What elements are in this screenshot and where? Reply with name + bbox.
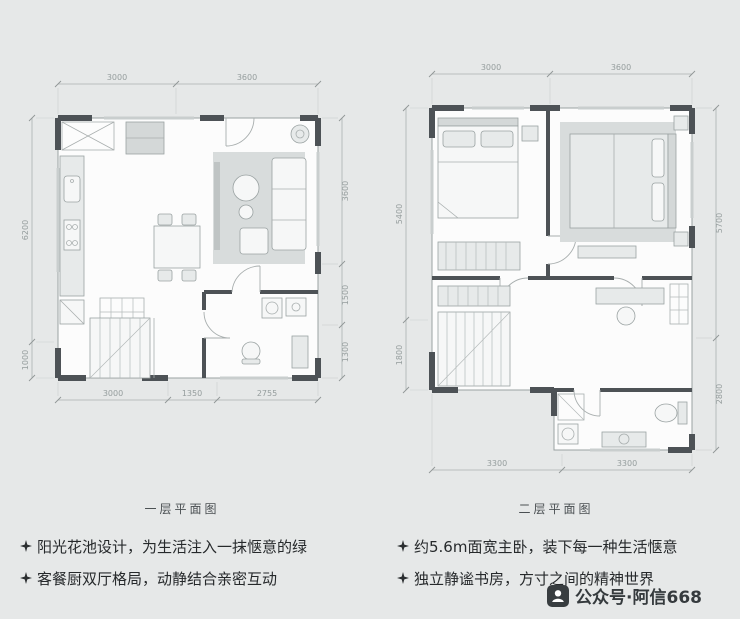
dining-table [153, 213, 201, 282]
dim-label: 5400 [395, 204, 404, 224]
chair-icon [616, 306, 636, 326]
utility-room [241, 297, 309, 369]
feature-text: 阳光花池设计，为生活注入一抹惬意的绿 [37, 537, 308, 556]
ottoman [239, 227, 269, 255]
bench-icon [577, 245, 637, 259]
feature-item: 独立静谧书房，方寸之间的精神世界 [397, 562, 677, 594]
tv-cabinet [214, 162, 220, 250]
headboard [437, 117, 519, 127]
dim-label: 5700 [715, 213, 724, 233]
first-floor-caption: 一层平面图 [144, 502, 220, 516]
feature-text: 独立静谧书房，方寸之间的精神世界 [414, 569, 655, 588]
dimension-lines-left: 5400 1800 [395, 104, 428, 394]
nightstand-icon [673, 231, 689, 247]
flower-box-icon [61, 121, 115, 151]
dimension-lines-top: 3000 3600 [54, 73, 322, 114]
cabinet-icon [437, 285, 511, 307]
feature-text: 客餐厨双厅格局，动静结合亲密互动 [37, 569, 278, 588]
dim-label: 3600 [611, 63, 631, 72]
hall-and-study [437, 283, 689, 326]
windows [430, 106, 694, 452]
nightstand-icon [521, 125, 539, 142]
four-pointed-star-icon [20, 540, 32, 552]
dim-label: 3300 [487, 459, 507, 468]
bathroom [557, 393, 688, 448]
dim-label: 3600 [237, 73, 257, 82]
second-floor-plan: 3000 3600 5400 1800 [382, 50, 730, 488]
plant-icon [290, 124, 310, 144]
feature-column-right: 约5.6m面宽主卧，装下每一种生活惬意 独立静谧书房，方寸之间的精神世界 [397, 530, 677, 594]
stairs-icon [437, 311, 511, 387]
dim-label: 6200 [21, 220, 30, 240]
second-floor-caption: 二层平面图 [518, 502, 594, 516]
dim-label: 3000 [481, 63, 501, 72]
dim-label: 3000 [107, 73, 127, 82]
nightstand-icon [673, 115, 689, 131]
bedroom-master [560, 115, 689, 259]
pillow-icon [442, 130, 476, 148]
kitchen-counter [59, 155, 85, 297]
feature-item: 阳光花池设计，为生活注入一抹惬意的绿 [20, 530, 307, 562]
sink-icon [285, 297, 307, 317]
wechat-official-account-icon [547, 584, 570, 607]
sofa [271, 157, 307, 251]
stairs-icon [89, 317, 155, 379]
fridge-icon [59, 299, 85, 325]
structural-walls [55, 115, 321, 381]
shower-icon [557, 393, 585, 421]
dim-label: 3600 [341, 181, 350, 201]
chair-icon [241, 341, 261, 361]
dim-label: 3000 [103, 389, 123, 398]
washer-icon [557, 423, 579, 445]
interior-walls [202, 265, 318, 378]
bedroom-secondary [437, 117, 539, 271]
watermark-text: 公众号·阿信668 [575, 588, 702, 608]
dimension-lines-bottom: 3300 3300 [428, 394, 696, 474]
feature-text: 约5.6m面宽主卧，装下每一种生活惬意 [414, 537, 678, 556]
coffee-table [232, 174, 260, 202]
vanity-icon [601, 431, 647, 448]
living-room [213, 124, 310, 264]
interior-walls [432, 108, 692, 417]
dimension-lines-bottom: 3000 1350 2755 [54, 382, 322, 404]
dim-label: 3300 [617, 459, 637, 468]
dim-label: 1000 [21, 350, 30, 370]
dimension-lines-top: 3000 3600 [428, 63, 696, 104]
dim-label: 1300 [341, 342, 350, 362]
feature-item: 约5.6m面宽主卧，装下每一种生活惬意 [397, 530, 677, 562]
entry-door-icon [225, 117, 255, 147]
dim-label: 2755 [257, 389, 277, 398]
feature-item: 客餐厨双厅格局，动静结合亲密互动 [20, 562, 307, 594]
feature-column-left: 阳光花池设计，为生活注入一抹惬意的绿 客餐厨双厅格局，动静结合亲密互动 [20, 530, 307, 594]
pillow-icon [480, 130, 514, 148]
desk-icon [595, 287, 665, 305]
wardrobe [437, 241, 521, 271]
headboard [667, 133, 677, 229]
dim-label: 2800 [715, 384, 724, 404]
toilet-icon [677, 401, 688, 425]
dimension-lines-left: 6200 1000 [21, 114, 54, 382]
four-pointed-star-icon [20, 572, 32, 584]
watermark: 公众号·阿信668 [547, 583, 702, 608]
dim-label: 1800 [395, 345, 404, 365]
dim-label: 1350 [182, 389, 202, 398]
structural-walls [429, 105, 695, 453]
four-pointed-star-icon [397, 540, 409, 552]
dimension-lines-right: 5700 2800 [696, 104, 724, 454]
first-floor-plan: 3000 3600 6200 1000 [8, 60, 356, 412]
dim-label: 1500 [341, 285, 350, 305]
cabinet-icon [291, 335, 309, 369]
pillow-icon [651, 182, 665, 222]
windows [56, 116, 320, 380]
pillow-icon [651, 138, 665, 178]
closet-icon [125, 121, 165, 155]
dimension-lines-right: 3600 1500 1300 [322, 114, 350, 382]
washer-icon [261, 297, 283, 319]
four-pointed-star-icon [397, 572, 409, 584]
